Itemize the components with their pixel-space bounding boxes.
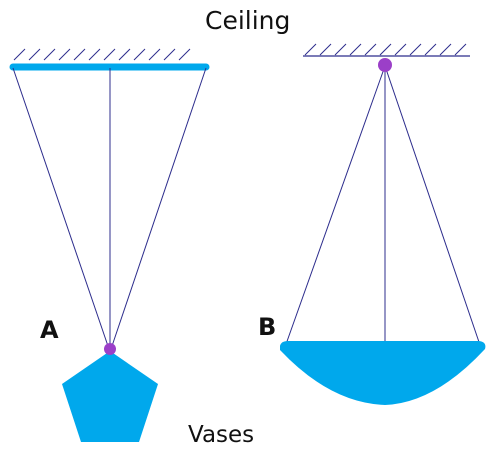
ceiling-hatch-left-mark-10 — [163, 48, 176, 61]
ceiling-hatch-left — [13, 48, 191, 61]
string-a-right — [110, 67, 207, 350]
ceiling-hatch-right-mark-3 — [349, 43, 362, 56]
ceiling-hatch-left-mark-1 — [28, 48, 41, 61]
ceiling-hatch-right-mark-6 — [394, 43, 407, 56]
ceiling-hatch-right-mark-1 — [319, 43, 332, 56]
ceiling-hatch-right-mark-5 — [379, 43, 392, 56]
ceiling-hatch-left-mark-2 — [43, 48, 56, 61]
ceiling-hatch-left-mark-3 — [58, 48, 71, 61]
ceiling-hatch-right-mark-0 — [304, 43, 317, 56]
setup-a-label: A — [40, 316, 59, 344]
ceiling-hatch-left-mark-7 — [118, 48, 131, 61]
string-b-left — [284, 65, 386, 348]
ceiling-hatch-left-mark-6 — [103, 48, 116, 61]
ceiling-label: Ceiling — [205, 6, 291, 35]
string-b-right — [384, 65, 481, 346]
ceiling-hatch-left-mark-0 — [13, 48, 26, 61]
string-a-left — [12, 67, 110, 350]
ceiling-hatch-right-mark-7 — [409, 43, 422, 56]
ceiling-hatch-left-mark-9 — [148, 48, 161, 61]
ceiling-hatch-right-mark-2 — [334, 43, 347, 56]
ceiling-hatch-right-mark-10 — [454, 43, 467, 56]
vases-label: Vases — [188, 422, 255, 448]
ceiling-hatch-left-mark-5 — [88, 48, 101, 61]
ceiling-hatch-right-mark-9 — [439, 43, 452, 56]
ceiling-hatch-right — [304, 43, 467, 56]
ceiling-hatch-left-mark-11 — [178, 48, 191, 61]
setup-b-label: B — [258, 313, 277, 341]
vase-a-pentagon — [62, 351, 158, 442]
pivot-b — [378, 58, 392, 72]
pivot-a — [104, 343, 116, 355]
ceiling-hatch-left-mark-4 — [73, 48, 86, 61]
ceiling-hatch-right-mark-8 — [424, 43, 437, 56]
ceiling-hatch-right-mark-4 — [364, 43, 377, 56]
ceiling-hatch-left-mark-8 — [133, 48, 146, 61]
vase-b-bowl — [280, 341, 486, 405]
